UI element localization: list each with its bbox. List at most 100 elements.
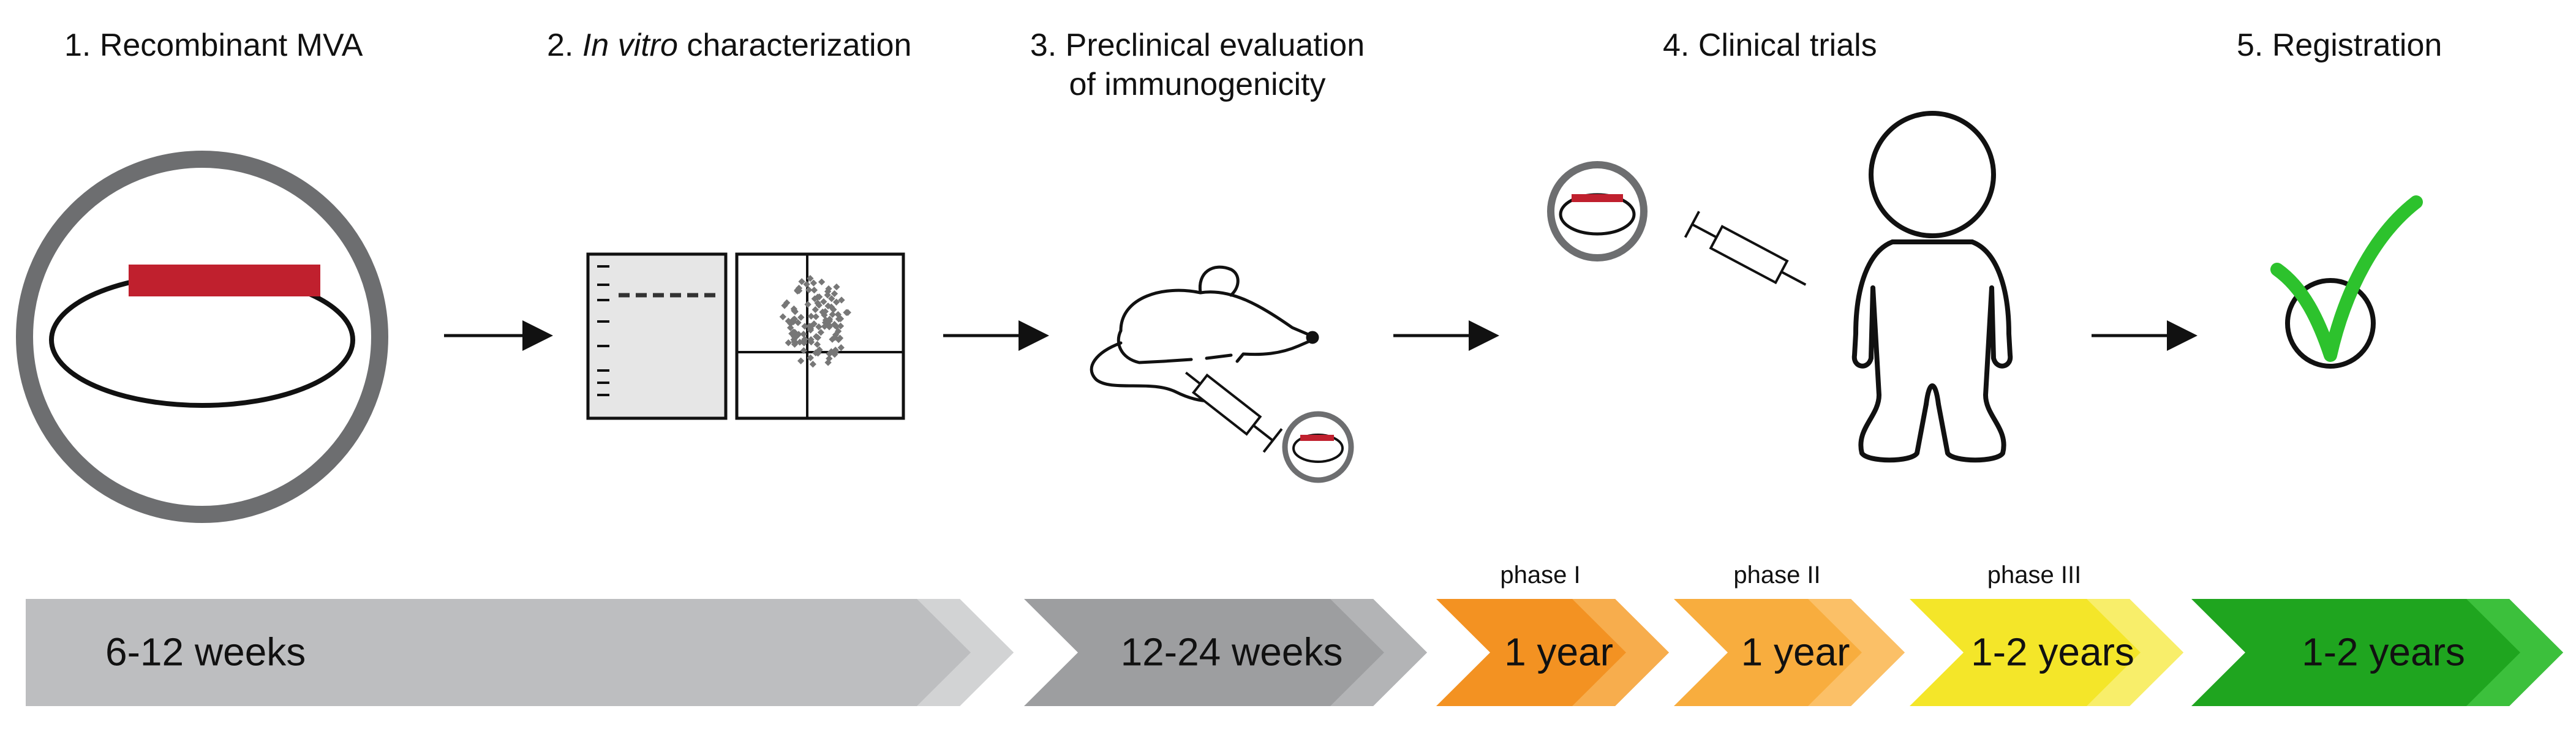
vector-circle-icon	[16, 151, 388, 523]
timeline-duration-label: 1-2 years	[1971, 630, 2134, 674]
syringe-icon	[1684, 211, 1807, 286]
scatter-dot	[789, 328, 797, 336]
scatter-dot	[815, 323, 823, 331]
scatter-dot	[800, 330, 807, 338]
scatter-dot	[830, 290, 838, 298]
scatter-dot	[807, 336, 815, 344]
scatter-dot	[785, 339, 792, 347]
timeline-segment	[2191, 599, 2563, 706]
timeline-segment	[1024, 599, 1427, 706]
step-title-text: characterization	[677, 28, 912, 63]
scatter-dot	[818, 278, 826, 286]
scatter-dot	[798, 278, 805, 285]
scatter-dot	[838, 296, 845, 304]
flow-cytometry-icon	[735, 252, 905, 420]
scatter-dot	[821, 307, 829, 315]
step-title-4: 4. Clinical trials	[1663, 26, 1877, 65]
step-title-italic: In vitro	[582, 28, 678, 63]
scatter-dot	[795, 331, 802, 338]
syringe-icon	[1184, 371, 1283, 453]
checkmark-icon	[2270, 195, 2423, 369]
scatter-dot	[807, 312, 815, 320]
step-number: 1.	[64, 28, 91, 63]
step-title-text: Clinical trials	[1698, 28, 1877, 63]
scatter-dot	[813, 340, 821, 348]
timeline-segment-tip	[1572, 599, 1669, 706]
step-title-2: 2. In vitro characterization	[547, 26, 911, 65]
timeline-segment-tip	[917, 599, 1014, 706]
scatter-dot	[821, 323, 829, 330]
mouse-icon	[1090, 265, 1319, 403]
scatter-dot	[835, 336, 842, 344]
scatter-dot	[812, 306, 819, 314]
scatter-dot	[791, 315, 798, 323]
scatter-dot	[791, 307, 798, 314]
scatter-dot	[801, 323, 808, 330]
phase-label: phase II	[1733, 562, 1820, 589]
step-title-line2: of immunogenicity	[1069, 67, 1326, 102]
timeline-segment-tip	[2087, 599, 2183, 706]
step-title-text: Registration	[2272, 28, 2442, 63]
scatter-dot	[832, 348, 839, 356]
scatter-dot	[791, 339, 799, 347]
phase-label: phase I	[1500, 562, 1580, 589]
gel-icon	[586, 252, 728, 420]
scatter-dot	[825, 285, 832, 293]
scatter-dot	[837, 344, 845, 352]
scatter-dot	[827, 303, 835, 310]
scatter-dot	[794, 287, 801, 295]
scatter-dot	[807, 274, 814, 282]
scatter-dot	[812, 313, 819, 320]
timeline-duration-label: 1 year	[1741, 630, 1850, 674]
scatter-dot	[828, 295, 835, 303]
timeline-segment	[26, 599, 1014, 706]
timeline-duration-label: 12-24 weeks	[1121, 630, 1343, 674]
scatter-dot	[832, 298, 840, 306]
scatter-dot	[803, 280, 810, 288]
timeline-duration-label: 6-12 weeks	[105, 630, 306, 674]
scatter-dot	[779, 313, 786, 320]
scatter-dot	[815, 301, 823, 309]
step-number: 4.	[1663, 28, 1690, 63]
step-number: 3.	[1030, 28, 1057, 63]
scatter-dot	[843, 309, 850, 316]
timeline-segment-tip	[2466, 599, 2563, 706]
scatter-dot	[817, 329, 824, 336]
timeline-segment-tip	[1808, 599, 1905, 706]
scatter-dot	[820, 298, 827, 306]
insert-gene-bar	[129, 265, 320, 296]
scatter-dot	[809, 361, 816, 368]
scatter-dot	[833, 283, 840, 291]
scatter-dot	[829, 336, 836, 343]
scatter-dot	[835, 315, 843, 323]
timeline-duration-label: 1-2 years	[2302, 630, 2465, 674]
scatter-dot	[837, 322, 845, 330]
scatter-dots	[779, 274, 851, 368]
scatter-dot	[796, 339, 804, 346]
step-title-line1: Preclinical evaluation	[1065, 28, 1365, 63]
step-title-1: 1. Recombinant MVA	[64, 26, 363, 65]
phase-label: phase III	[1987, 562, 2081, 589]
scatter-dot	[829, 310, 836, 318]
step-title-text: Recombinant MVA	[99, 28, 363, 63]
timeline-duration-label: 1 year	[1504, 630, 1613, 674]
vector-circle-small-icon	[1282, 411, 1354, 483]
scatter-dot	[786, 324, 794, 331]
scatter-dot	[785, 317, 792, 325]
timeline-segment-tip	[1330, 599, 1427, 706]
scatter-dot	[826, 317, 833, 325]
scatter-dot	[810, 279, 818, 287]
vector-circle-small-icon	[1547, 161, 1648, 261]
scatter-dot	[832, 331, 840, 339]
scatter-dot	[816, 346, 823, 353]
scatter-dot	[826, 350, 833, 358]
scatter-dot	[805, 286, 813, 294]
person-icon	[1851, 111, 2013, 463]
scatter-dot	[814, 334, 821, 341]
scatter-dot	[797, 357, 805, 364]
scatter-dot	[810, 287, 818, 294]
timeline: 6-12 weeks 12-24 weeks 1 year phase I 1 year…	[26, 562, 2563, 706]
scatter-dot	[807, 354, 814, 361]
scatter-dot	[797, 314, 805, 321]
